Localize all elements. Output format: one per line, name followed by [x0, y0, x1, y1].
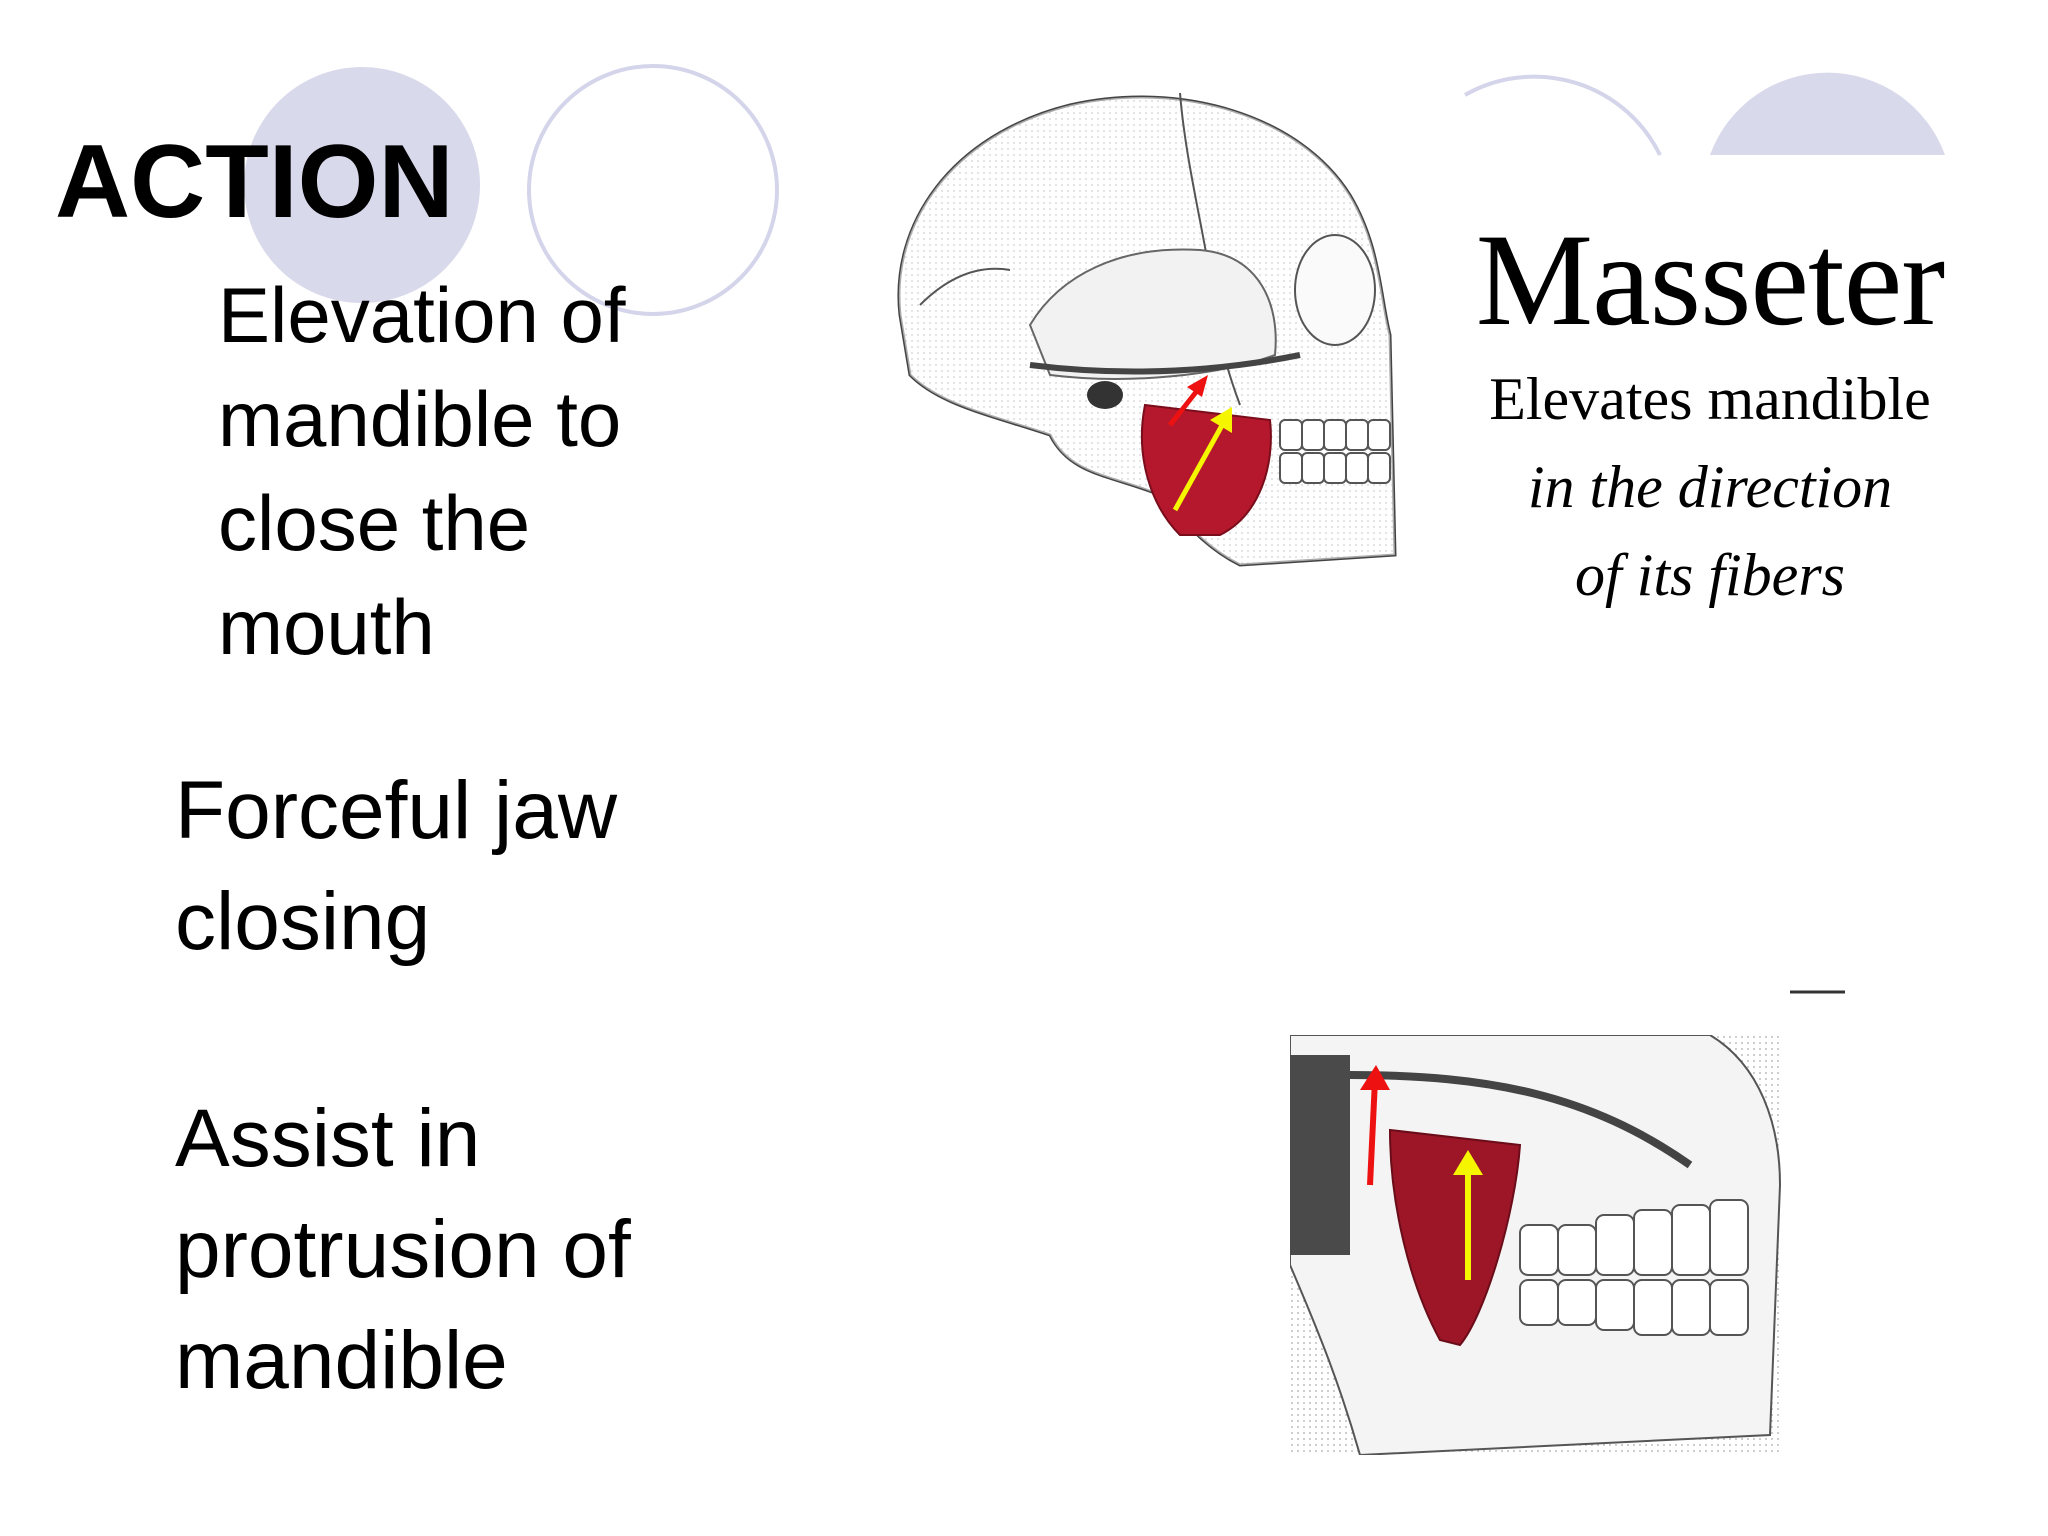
red-arrow-closeup: [1360, 1065, 1390, 1186]
skull-lateral-illustration: [897, 92, 1397, 567]
decor-half-circle: [1710, 72, 1945, 155]
caption-line-1: Elevates mandible: [1489, 366, 1931, 432]
masseter-muscle-closeup: [1388, 1128, 1522, 1347]
ear-canal: [1087, 381, 1123, 409]
caption-line-3: of its fibers: [1574, 542, 1846, 608]
masseter-muscle: [1140, 403, 1272, 536]
bullet-elevation: Elevation of mandible to close the mouth: [218, 271, 626, 671]
orbit: [1294, 234, 1376, 346]
temporal-fossa: [1028, 248, 1277, 380]
jaw-shadow: [1290, 1055, 1350, 1255]
yellow-arrow: [1172, 407, 1232, 512]
slide-title: ACTION: [55, 124, 454, 240]
bullet-forceful-closing: Forceful jaw closing: [175, 765, 618, 967]
zygomatic-arch: [1029, 352, 1301, 375]
zygomatic-arch-closeup: [1349, 1071, 1693, 1169]
red-arrow: [1168, 375, 1208, 427]
caption-line-2: in the direction: [1527, 454, 1893, 520]
caption-title: Masseter: [1475, 206, 1946, 353]
decor-filled-circle: [244, 67, 480, 303]
masseter-caption: Masseter Elevates mandible in the direct…: [1420, 205, 2000, 619]
teeth: [1279, 419, 1391, 484]
decor-ring-circle: [527, 64, 779, 316]
bullet-protrusion: Assist in protrusion of mandible: [175, 1093, 631, 1406]
yellow-arrow-closeup: [1453, 1150, 1483, 1280]
decor-ring-arc: [1464, 74, 1662, 156]
teeth-closeup: [1519, 1199, 1749, 1336]
jaw-closeup-illustration: [1290, 1035, 1782, 1455]
